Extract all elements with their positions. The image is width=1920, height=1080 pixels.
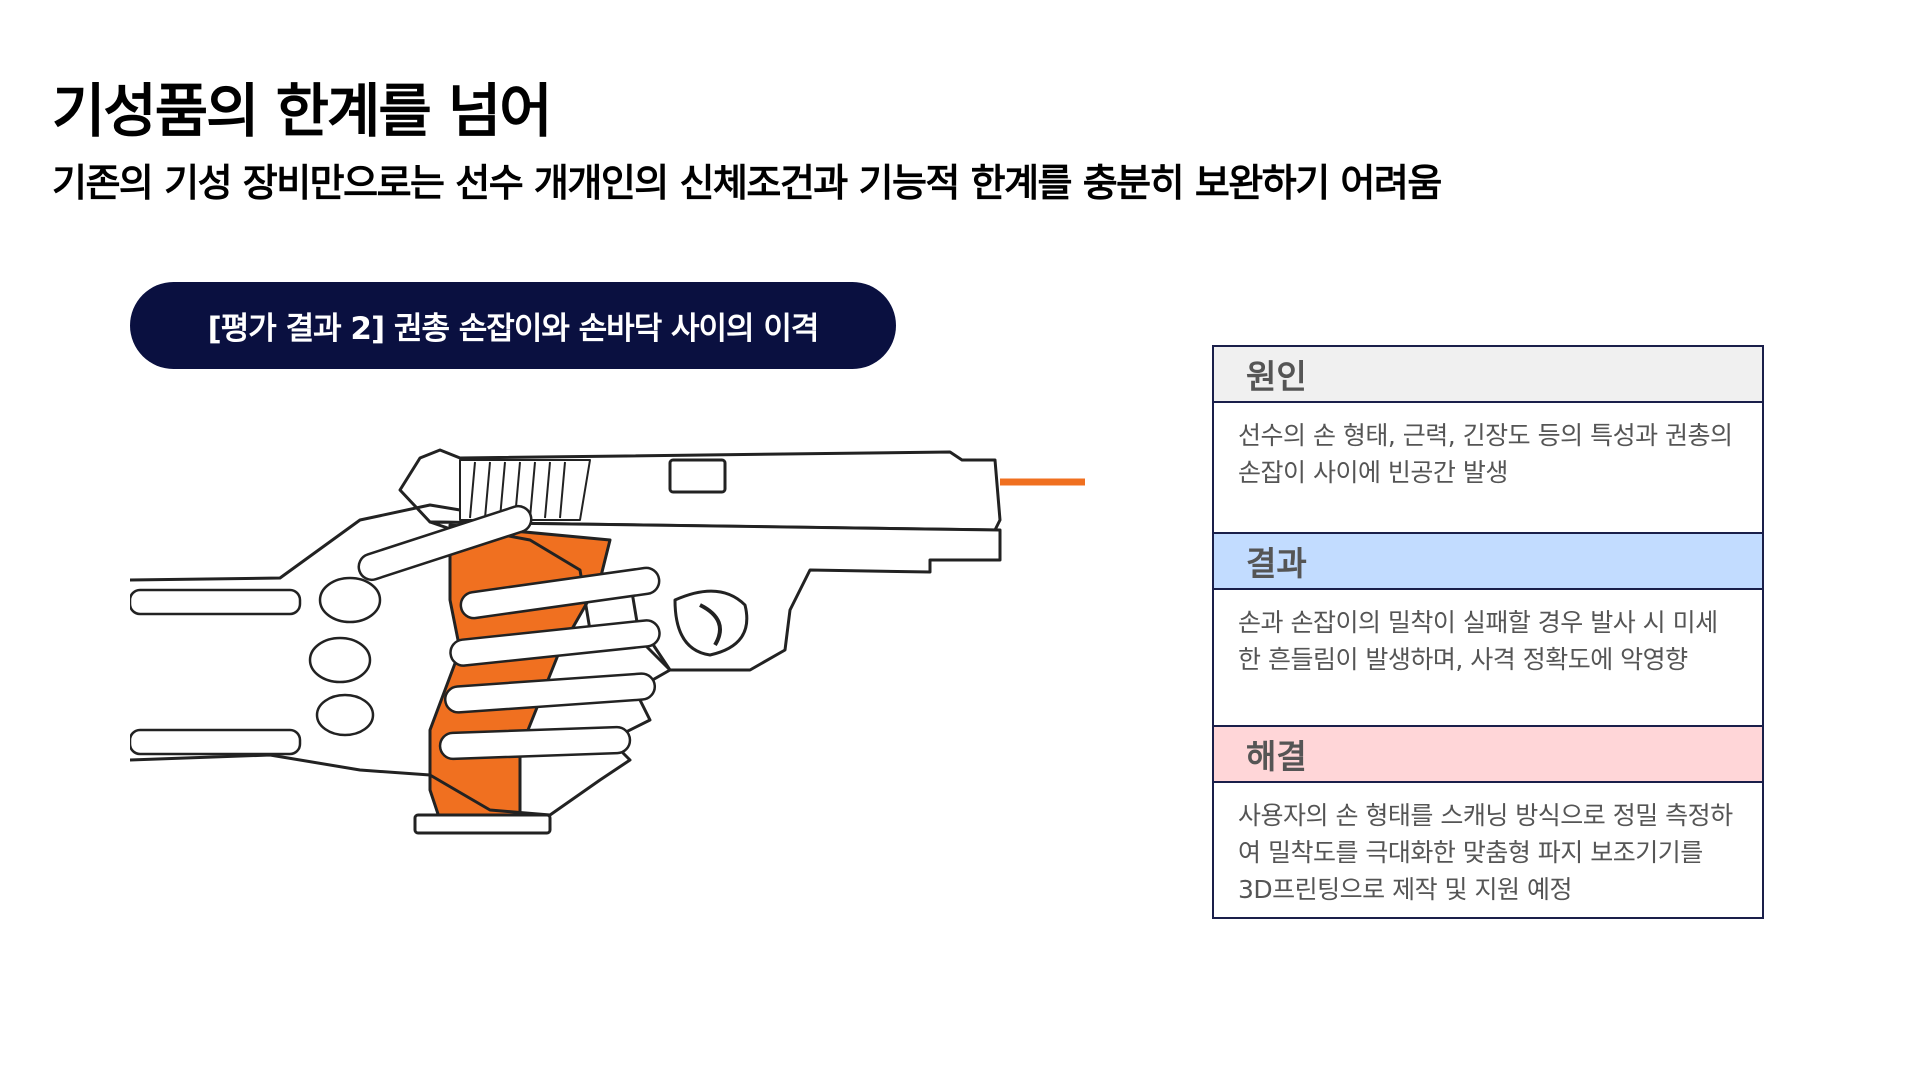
cause-heading: 원인 (1214, 347, 1762, 403)
forearm (129, 503, 461, 777)
finger-bones (128, 504, 661, 761)
page-title: 기성품의 한계를 넘어 (52, 77, 553, 145)
result-heading: 결과 (1214, 534, 1762, 590)
cause-body: 선수의 손 형태, 근력, 긴장도 등의 특성과 권총의 손잡이 사이에 빈공간… (1214, 403, 1762, 534)
pistol-grip (428, 523, 612, 822)
info-panel: 원인 선수의 손 형태, 근력, 긴장도 등의 특성과 권총의 손잡이 사이에 … (1212, 345, 1764, 919)
pistol-grip-hand-xray-illustration (128, 430, 1090, 900)
page-subtitle: 기존의 기성 장비만으로는 선수 개개인의 신체조건과 기능적 한계를 충분히 … (52, 161, 1442, 205)
solution-heading: 해결 (1214, 727, 1762, 783)
evaluation-badge: [평가 결과 2] 권총 손잡이와 손바닥 사이의 이격 (130, 282, 896, 369)
solution-body: 사용자의 손 형태를 스캐닝 방식으로 정밀 측정하여 밀착도를 극대화한 맞춤… (1238, 801, 1733, 904)
result-body: 손과 손잡이의 밀착이 실패할 경우 발사 시 미세한 흔들림이 발생하며, 사… (1214, 590, 1762, 727)
